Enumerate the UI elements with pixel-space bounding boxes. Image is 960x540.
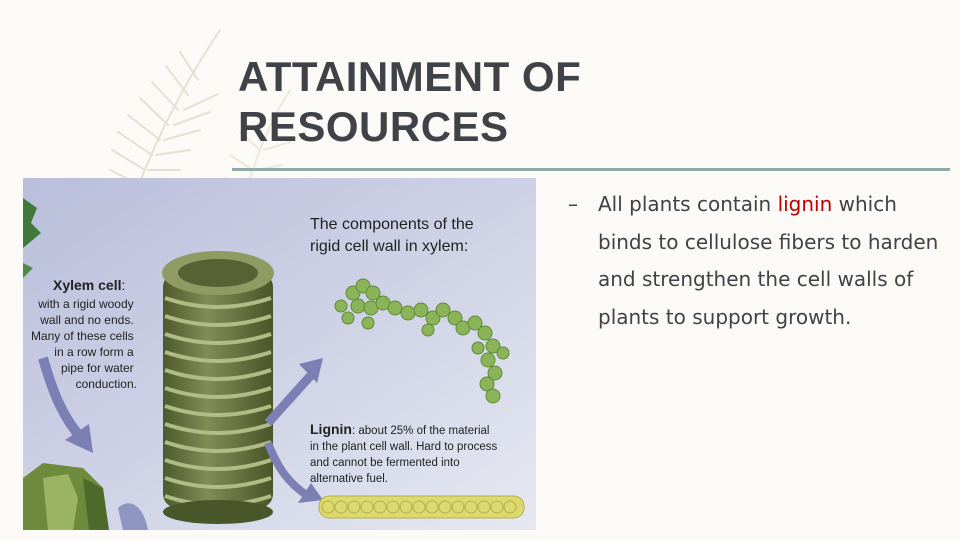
title-underline — [232, 168, 950, 171]
bullet-text-after: which binds to cellulose fibers to harde… — [598, 192, 939, 329]
lower-arrow-icon — [264, 441, 311, 500]
xylem-description: with a rigid woody wall and no ends. Man… — [31, 297, 137, 391]
lignin-molecule-icon — [334, 278, 510, 404]
feather-decoration-icon — [109, 29, 291, 220]
xylem-label: Xylem cell: — [53, 277, 125, 293]
figure-heading: The components of the rigid cell wall in… — [310, 216, 478, 255]
title-line-1: ATTAINMENT OF — [238, 53, 582, 100]
bullet-item: – All plants contain lignin which binds … — [568, 186, 948, 336]
lignin-description: Lignin: about 25% of the material in the… — [310, 421, 501, 485]
bullet-list: – All plants contain lignin which binds … — [568, 186, 948, 336]
xylem-tube-icon — [162, 251, 274, 524]
upper-arrow-icon — [264, 369, 317, 427]
cellulose-fiber-icon — [318, 495, 525, 519]
leaf-fragment-icon — [23, 198, 41, 278]
slide-title: ATTAINMENT OF RESOURCES — [238, 52, 581, 152]
title-line-2: RESOURCES — [238, 103, 509, 150]
bullet-marker: – — [568, 192, 578, 216]
xylem-lignin-illustration: The components of the rigid cell wall in… — [23, 178, 536, 530]
stem-section-icon — [23, 463, 148, 530]
highlight-lignin: lignin — [777, 192, 833, 216]
bullet-text-before: All plants contain — [598, 192, 778, 216]
